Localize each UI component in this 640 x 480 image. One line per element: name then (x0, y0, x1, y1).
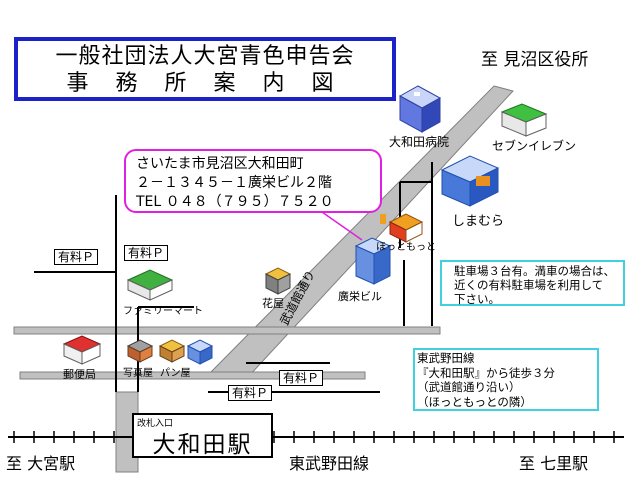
title-box: 一般社団法人大宮青色申告会 事 務 所 案 内 図 (14, 37, 396, 101)
direction-omiya-station: 至 大宮駅 (6, 454, 76, 473)
direction-mikuma-ward-office: 至 見沼区役所 (481, 50, 589, 70)
familymart-icon (126, 269, 174, 301)
address-callout: さいたま市見沼区大和田町 ２－１３４５－１廣栄ビル２階 TEL ０４８（７９５）… (124, 149, 382, 213)
address-pointer (321, 211, 363, 241)
station-name: 大和田駅 (152, 432, 253, 458)
direction-nanasato-station: 至 七里駅 (519, 454, 589, 473)
landmark-seven: セブンイレブン (492, 139, 577, 153)
railway (8, 431, 624, 443)
flower-shop-icon (264, 267, 292, 295)
address-line2: ２－１３４５－１廣栄ビル２階 (136, 175, 332, 191)
landmark-hotmotto: ほっともっと (376, 242, 436, 253)
access-line3: （武道館通り沿い） (417, 380, 521, 394)
paid-parking-3: 有料Ｐ (279, 370, 324, 386)
landmark-post: 郵便局 (63, 368, 96, 381)
hotmotto-store-icon (380, 213, 424, 243)
landmark-hanaya: 花屋 (262, 297, 284, 310)
convenience-store-icon (500, 103, 548, 137)
hospital-icon (398, 85, 442, 133)
landmark-familymart: ファミリーマート (123, 306, 203, 317)
landmark-shimamura: しまむら (452, 214, 505, 229)
line-name-label: 東武野田線 (289, 454, 370, 473)
photo-shop-icon (126, 339, 154, 363)
station-box: 改札入口 大和田駅 (132, 413, 273, 458)
parking-line2: 近くの有料駐車場を利用して (454, 278, 604, 292)
page-subtitle: 事 務 所 案 内 図 (66, 71, 344, 96)
page-title: 一般社団法人大宮青色申告会 (55, 44, 355, 69)
access-line4: （ほっともっとの隣） (417, 394, 532, 409)
bakery-icon (158, 339, 214, 365)
parking-info: 駐車場３台有。満車の場合は、 近くの有料駐車場を利用して 下さい。 (440, 260, 625, 306)
shimamura-store-icon (440, 155, 500, 207)
parking-line3: 下さい。 (454, 292, 500, 306)
post-office-icon (62, 335, 102, 365)
paid-parking-1: 有料Ｐ (54, 249, 99, 265)
paid-parking-4: 有料Ｐ (228, 385, 273, 401)
station-exit-label: 改札入口 (137, 419, 174, 429)
horizontal-road-main (13, 326, 441, 335)
landmark-bakery: パン屋 (160, 368, 191, 379)
paid-parking-2: 有料Ｐ (124, 245, 169, 261)
access-info: 東武野田線 『大和田駅』から徒歩３分 （武道館通り沿い） （ほっともっとの隣） (413, 348, 599, 411)
landmark-hospital: 大和田病院 (389, 135, 450, 149)
landmark-photo: 写真屋 (123, 368, 153, 379)
access-line2: 『大和田駅』から徒歩３分 (417, 365, 555, 380)
office-building-icon (354, 237, 392, 285)
address-line1: さいたま市見沼区大和田町 (136, 156, 304, 172)
phone-number: TEL ０４８（７９５）７５２０ (136, 194, 334, 210)
access-line1: 東武野田線 (417, 351, 475, 365)
landmark-office: 廣栄ビル (338, 290, 382, 303)
horizontal-road-lower (19, 371, 366, 380)
parking-line1: 駐車場３台有。満車の場合は、 (454, 264, 615, 278)
